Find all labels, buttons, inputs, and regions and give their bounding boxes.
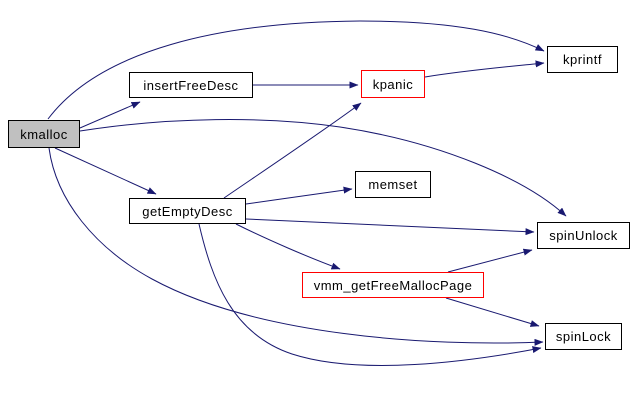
- edge-getEmptyDesc-to-spinLock: [198, 223, 542, 366]
- node-label-getEmptyDesc: getEmptyDesc: [142, 203, 233, 219]
- edge-getEmptyDesc-to-vmm_getFreeMallocPage: [235, 223, 341, 270]
- edge-kpanic-to-kprintf: [424, 60, 545, 78]
- node-vmm_getFreeMallocPage[interactable]: vmm_getFreeMallocPage: [302, 272, 484, 298]
- node-spinLock[interactable]: spinLock: [545, 323, 622, 350]
- node-label-kpanic: kpanic: [372, 76, 414, 92]
- node-label-kprintf: kprintf: [563, 52, 602, 67]
- edge-kmalloc-to-kprintf: [47, 20, 545, 120]
- edge-kmalloc-to-spinUnlock: [79, 119, 567, 217]
- node-insertFreeDesc[interactable]: insertFreeDesc: [129, 72, 253, 98]
- edge-getEmptyDesc-to-memset: [245, 186, 353, 205]
- edge-vmm_getFreeMallocPage-to-spinLock: [445, 297, 540, 327]
- node-label-insertFreeDesc: insertFreeDesc: [143, 77, 239, 93]
- node-kpanic[interactable]: kpanic: [361, 70, 425, 98]
- node-getEmptyDesc[interactable]: getEmptyDesc: [129, 198, 246, 224]
- node-label-memset: memset: [368, 177, 418, 192]
- edge-kmalloc-to-getEmptyDesc: [54, 147, 157, 195]
- edge-kmalloc-to-spinLock: [48, 147, 544, 346]
- node-label-spinLock: spinLock: [555, 329, 612, 344]
- edge-vmm_getFreeMallocPage-to-spinUnlock: [447, 248, 533, 273]
- edge-getEmptyDesc-to-kpanic: [223, 102, 362, 199]
- node-spinUnlock[interactable]: spinUnlock: [537, 222, 630, 249]
- node-label-vmm_getFreeMallocPage: vmm_getFreeMallocPage: [313, 277, 473, 293]
- node-kmalloc[interactable]: kmalloc: [8, 120, 80, 148]
- edge-kmalloc-to-insertFreeDesc: [79, 101, 141, 129]
- node-memset[interactable]: memset: [355, 171, 431, 198]
- node-label-kmalloc: kmalloc: [20, 126, 68, 142]
- node-label-spinUnlock: spinUnlock: [549, 228, 618, 243]
- node-kprintf[interactable]: kprintf: [547, 46, 618, 73]
- edge-getEmptyDesc-to-spinUnlock: [245, 218, 535, 236]
